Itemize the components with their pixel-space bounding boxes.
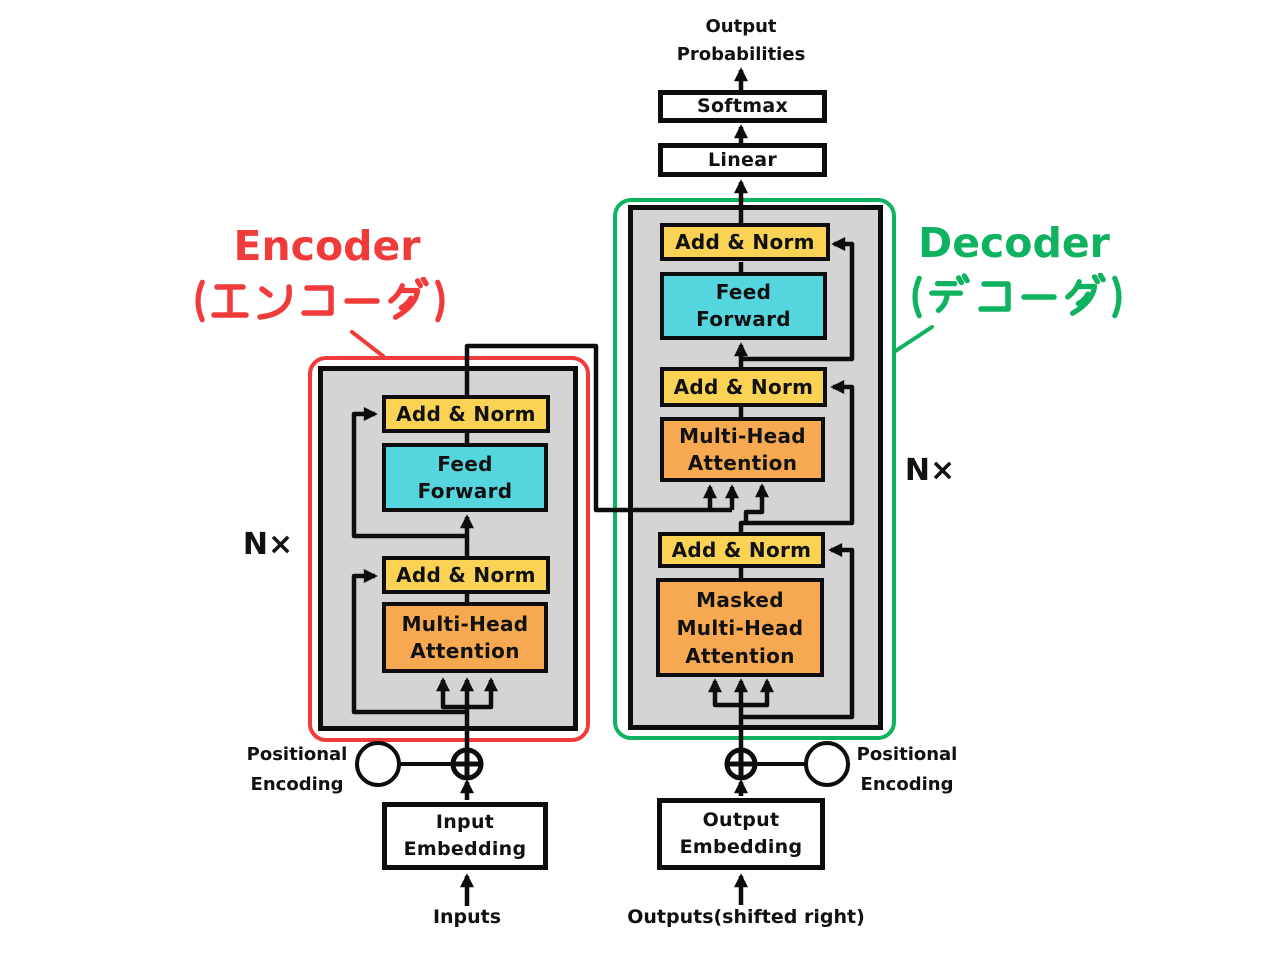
katakana-da-glyph [1065,273,1106,316]
encoder-add-norm-top-box: Add & Norm [382,395,550,433]
paren-close-glyph [1112,275,1122,319]
decoder-feed-forward-box: Feed Forward [660,272,827,340]
encoder-title-ja [185,276,455,326]
output-probabilities-line1: Output [705,16,777,37]
encoder-frame [308,356,590,742]
decoder-masked-line1: Masked [696,587,784,612]
encoder-add-norm-bottom-label: Add & Norm [396,562,536,587]
linear-box: Linear [658,143,827,177]
left-add-symbol-circle [450,747,484,781]
decoder-n-times-label: N× [904,453,956,488]
input-embedding-box: Input Embedding [382,802,548,870]
decoder-add-norm-bottom-box: Add & Norm [658,532,825,568]
decoder-masked-attention-box: Masked Multi-Head Attention [656,578,824,677]
encoder-multi-head-attention-box: Multi-Head Attention [382,602,548,673]
katakana-ko-glyph [978,281,1011,312]
decoder-pointer-line [892,325,934,354]
katakana-e-glyph [211,284,249,318]
right-add-symbol-circle [724,747,758,781]
paren-open-glyph [195,279,205,323]
katakana-n-glyph [257,284,292,320]
left-add-symbol-plus [453,750,481,778]
decoder-masked-line2: Multi-Head [676,615,804,640]
decoder-add-norm-top-label: Add & Norm [675,229,815,254]
encoder-attention-line2: Attention [410,638,520,663]
positional-encoding-left-label: Positional Encoding [222,740,372,800]
decoder-title-ja [902,272,1132,322]
positional-encoding-right-label: Positional Encoding [832,740,982,800]
decoder-attention-line1: Multi-Head [679,423,806,448]
output-probabilities-line2: Probabilities [676,44,806,65]
pe-right-line2: Encoding [860,774,954,795]
output-probabilities-label: Output Probabilities [641,13,841,69]
decoder-feed-forward-line2: Forward [696,307,791,331]
paren-open-glyph [912,275,922,319]
decoder-attention-line2: Attention [687,450,798,475]
decoder-add-norm-mid-label: Add & Norm [673,374,814,399]
decoder-feed-forward-line1: Feed [715,280,772,304]
input-embedding-line2: Embedding [403,838,527,860]
encoder-n-times-label: N× [242,527,294,562]
katakana-long-vowel-glyph [344,298,380,304]
encoder-feed-forward-line2: Forward [417,478,513,503]
right-add-symbol-plus [727,750,755,778]
output-embedding-line2: Embedding [679,836,803,858]
encoder-attention-line1: Multi-Head [401,611,529,636]
encoder-pointer-line [350,330,385,358]
paren-close-glyph [435,279,445,323]
output-embedding-box: Output Embedding [657,798,825,870]
decoder-add-norm-bottom-label: Add & Norm [671,537,812,562]
decoder-title: Decoder [918,219,1110,267]
katakana-long-vowel-glyph [1021,294,1057,300]
katakana-da-glyph [388,277,429,320]
linear-label: Linear [707,148,778,171]
katakana-de-glyph [929,273,970,314]
pe-left-line1: Positional [246,744,348,765]
katakana-ko-glyph [301,285,334,316]
inputs-label: Inputs [432,906,502,928]
softmax-box: Softmax [658,90,827,123]
decoder-add-norm-top-box: Add & Norm [660,223,830,261]
encoder-feed-forward-line1: Feed [437,451,493,476]
softmax-label: Softmax [696,95,789,117]
input-embedding-line1: Input [435,811,495,833]
decoder-masked-line3: Attention [685,643,795,668]
pe-right-line1: Positional [856,744,958,765]
decoder-add-norm-mid-box: Add & Norm [660,367,827,407]
encoder-feed-forward-box: Feed Forward [382,443,548,512]
decoder-multi-head-attention-box: Multi-Head Attention [660,417,825,482]
pe-left-line2: Encoding [250,774,344,795]
encoder-add-norm-top-label: Add & Norm [396,401,536,426]
output-embedding-line1: Output [702,809,780,831]
encoder-add-norm-bottom-box: Add & Norm [382,556,550,594]
positional-encoding-shapes [355,741,850,787]
encoder-title: Encoder [233,222,421,270]
outputs-label: Outputs(shifted right) [627,906,865,928]
